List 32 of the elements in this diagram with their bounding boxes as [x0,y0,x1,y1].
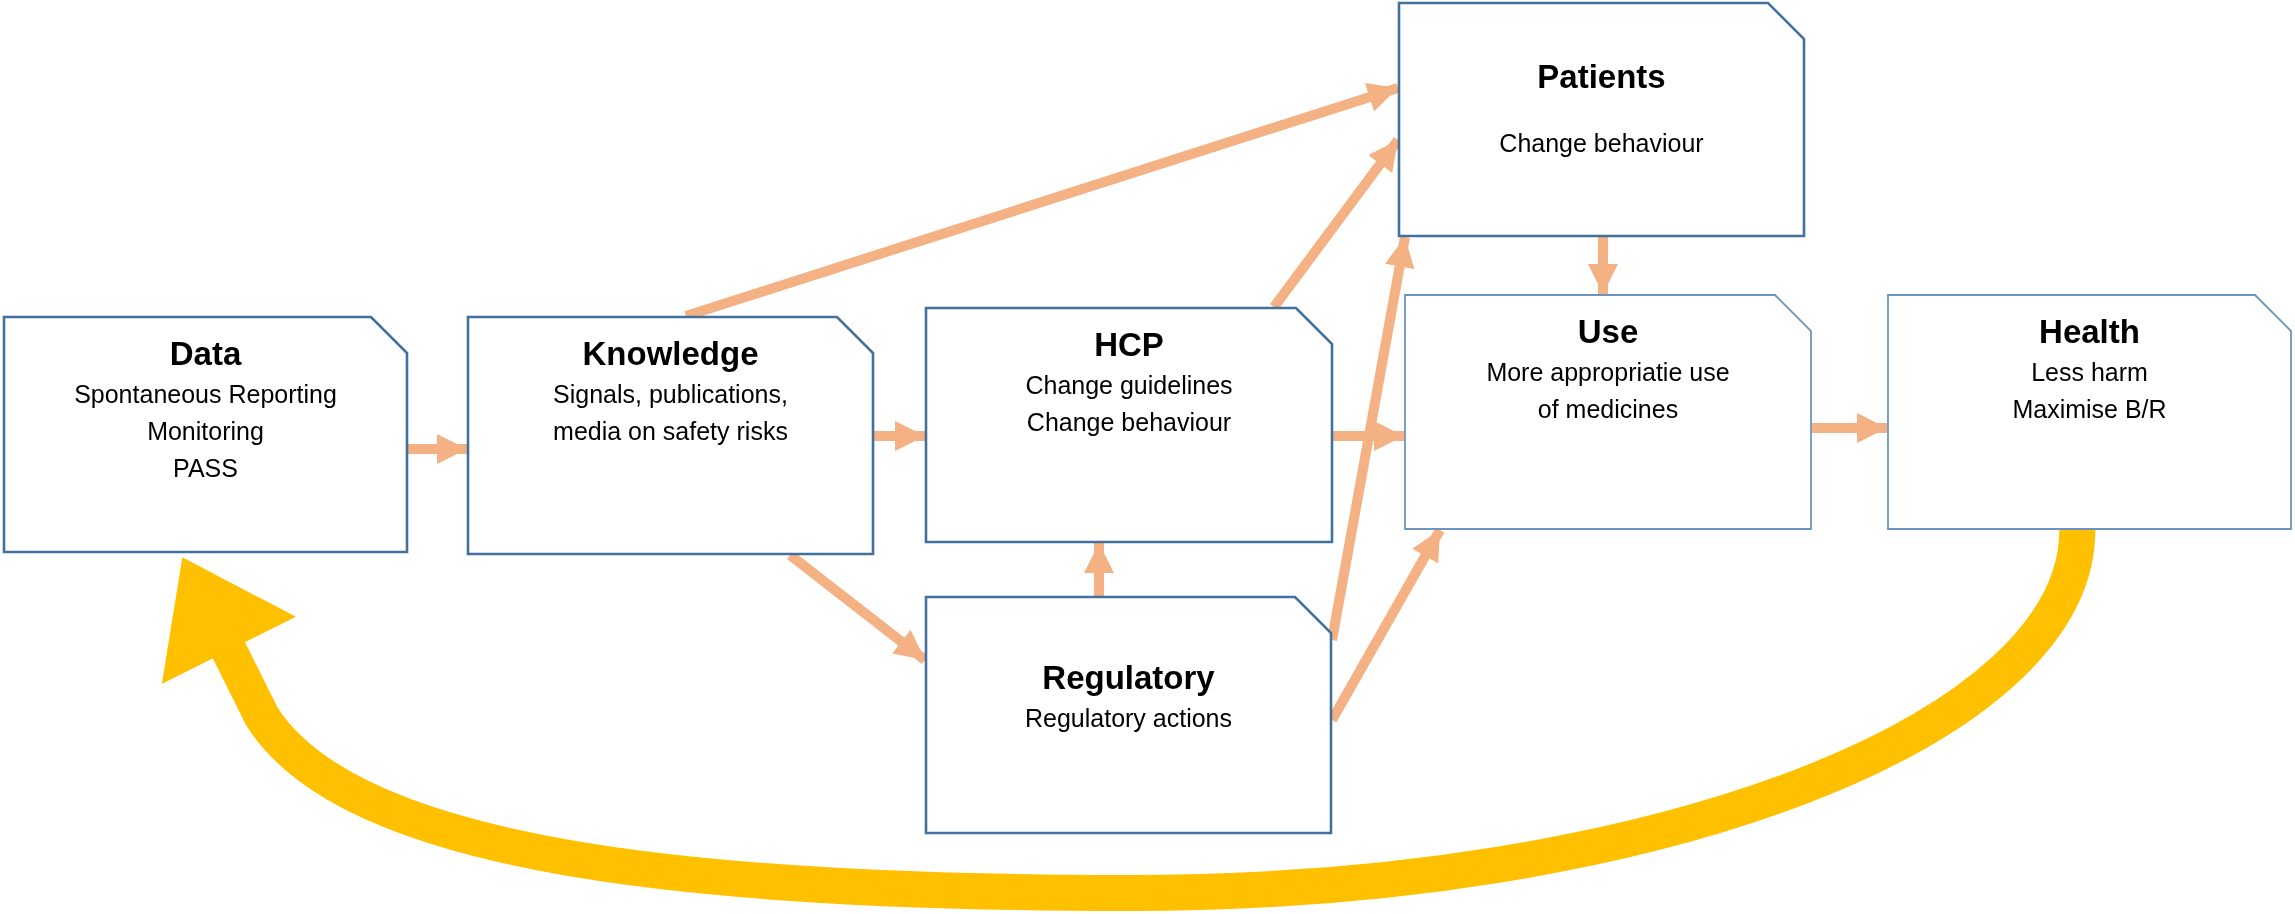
arrow [1812,413,1887,443]
node-text: Change behaviour [1498,128,1705,159]
node-text: Change guidelines [1024,370,1234,401]
node-text: Regulatory actions [1023,703,1234,734]
arrow [1333,421,1404,451]
node-text: Change behaviour [1025,407,1233,438]
node-text: Monitoring [146,416,265,447]
node-heading: Regulatory [1041,658,1216,698]
document-box [1398,2,1805,237]
arrow [408,434,467,464]
arrow [1588,237,1618,294]
node-heading: Patients [1536,57,1667,97]
node-heading: Health [2038,312,2141,352]
document-box [3,316,408,553]
node-heading: Use [1576,312,1640,352]
node-heading: HCP [1093,325,1165,365]
document-box [467,316,874,555]
document-box [925,307,1333,543]
arrow [874,421,925,451]
node-heading: Data [168,334,243,374]
document-box [1887,294,2292,530]
document-box [1404,294,1812,530]
node-text: Signals, publications, media on safety risks [552,379,789,447]
arrow [1084,543,1114,596]
node-text: Less harm [2030,357,2149,388]
node-heading: Knowledge [581,334,760,374]
document-box [925,596,1332,834]
node-text: More appropriatie use of medicines [1485,357,1731,425]
node-text: Spontaneous Reporting [73,379,338,410]
node-text: PASS [172,453,239,484]
arrow [1327,236,1415,641]
node-text: Maximise B/R [2011,394,2168,425]
